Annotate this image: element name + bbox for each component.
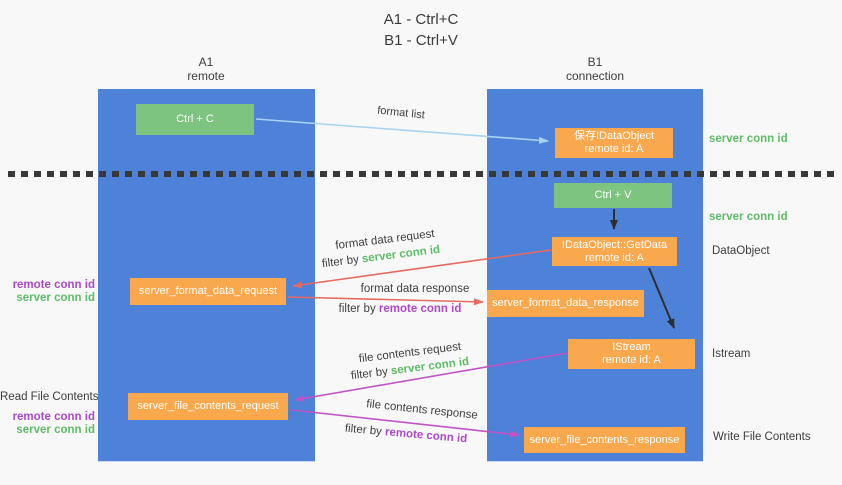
istream-line2: remote id: A bbox=[602, 354, 661, 366]
session-divider-dotted-line bbox=[8, 171, 836, 177]
istream-line1: IStream bbox=[612, 341, 651, 353]
format-data-response-arrow bbox=[287, 296, 484, 306]
server-format-data-request-node: server_format_data_request bbox=[130, 278, 286, 305]
column-a-header: A1 remote bbox=[146, 55, 266, 83]
server-conn-id-annotation-2: server conn id bbox=[16, 424, 95, 436]
ctrl-v-node: Ctrl + V bbox=[554, 183, 672, 208]
istream-annotation: Istream bbox=[712, 348, 751, 360]
remote-conn-id-text: remote conn id bbox=[384, 426, 468, 446]
column-b-header: B1 connection bbox=[535, 55, 655, 83]
title-line-1: A1 - Ctrl+C bbox=[383, 11, 459, 28]
idataobject-getdata-line1: IDataObject::GetData bbox=[561, 238, 668, 251]
server-file-contents-request-label: server_file_contents_request bbox=[137, 400, 279, 412]
dataobject-annotation: DataObject bbox=[712, 245, 770, 257]
filter-by-remote-conn-id-label-1: filter by remote conn id bbox=[339, 303, 462, 315]
read-file-contents-annotation: Read File Contents bbox=[0, 391, 99, 403]
ctrl-v-label: Ctrl + V bbox=[594, 189, 632, 201]
format-data-response-label: format data response bbox=[360, 283, 470, 295]
filter-by-text: filter by bbox=[344, 422, 383, 438]
ctrl-c-label: Ctrl + C bbox=[176, 113, 214, 125]
filter-by-remote-conn-id-label-2: filter by remote conn id bbox=[344, 423, 467, 446]
column-b-id: B1 bbox=[587, 55, 603, 69]
remote-conn-id-text: remote conn id bbox=[378, 303, 462, 315]
column-a-id: A1 bbox=[198, 55, 214, 69]
idataobject-getdata-line2: remote id: A bbox=[585, 251, 644, 264]
server-file-contents-request-node: server_file_contents_request bbox=[128, 393, 288, 420]
save-idataobject-line2: remote id: A bbox=[584, 143, 644, 155]
write-file-contents-annotation: Write File Contents bbox=[713, 431, 811, 443]
title-line-2: B1 - Ctrl+V bbox=[384, 32, 458, 49]
filter-by-text: filter by bbox=[321, 253, 360, 271]
column-b-subtitle: connection bbox=[565, 69, 625, 83]
server-format-data-response-label: server_format_data_response bbox=[492, 297, 639, 309]
remote-conn-id-annotation-2: remote conn id bbox=[12, 411, 95, 423]
ctrl-c-node: Ctrl + C bbox=[136, 104, 254, 135]
filter-by-text: filter by bbox=[338, 303, 376, 315]
server-file-contents-response-label: server_file_contents_response bbox=[529, 433, 680, 446]
diagram-title: A1 - Ctrl+C B1 - Ctrl+V bbox=[0, 9, 842, 51]
server-conn-id-annotation-mid: server conn id bbox=[709, 211, 788, 223]
file-contents-response-label: file contents response bbox=[365, 398, 479, 422]
column-a-subtitle: remote bbox=[187, 69, 225, 83]
server-conn-id-annotation-top: server conn id bbox=[709, 133, 788, 145]
format-list-label: format list bbox=[376, 104, 426, 122]
server-format-data-response-node: server_format_data_response bbox=[487, 290, 644, 317]
server-format-data-request-label: server_format_data_request bbox=[138, 285, 278, 297]
server-conn-id-annotation-1: server conn id bbox=[16, 292, 95, 304]
server-file-contents-response-node: server_file_contents_response bbox=[524, 427, 685, 453]
save-idataobject-line1: 保存IDataObject bbox=[573, 130, 655, 142]
save-idataobject-node: 保存IDataObject remote id: A bbox=[555, 128, 673, 158]
istream-node: IStream remote id: A bbox=[568, 339, 695, 369]
idataobject-getdata-node: IDataObject::GetData remote id: A bbox=[552, 237, 677, 266]
filter-by-text: filter by bbox=[350, 365, 389, 383]
remote-conn-id-annotation-1: remote conn id bbox=[12, 279, 95, 291]
